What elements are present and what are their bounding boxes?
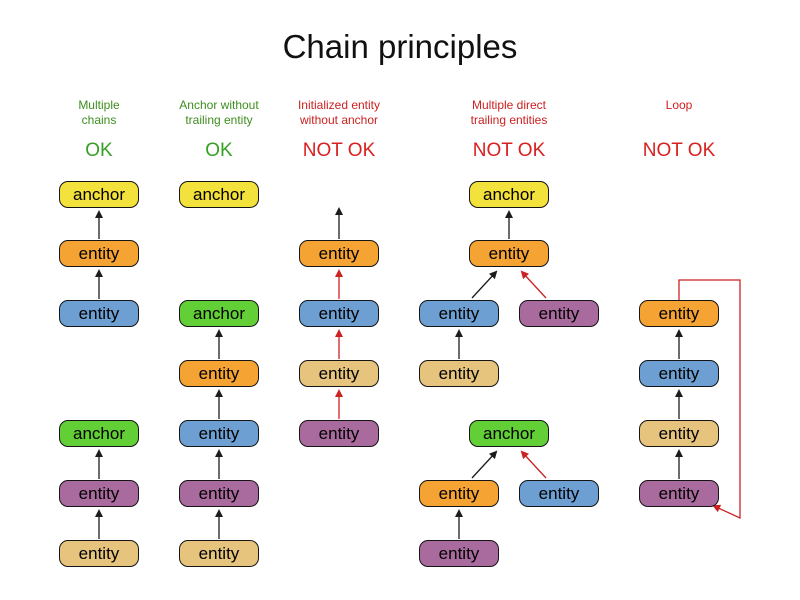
node-entity: entity [59, 480, 139, 507]
node-entity: entity [519, 480, 599, 507]
node-anchor: anchor [59, 181, 139, 208]
node-entity: entity [179, 480, 259, 507]
column-header: Multiple direct trailing entities [470, 98, 548, 127]
red-arrow [520, 450, 547, 479]
node-entity: entity [59, 540, 139, 567]
node-anchor: anchor [179, 300, 259, 327]
column-status: NOT OK [642, 140, 716, 161]
node-entity: entity [419, 480, 499, 507]
column-header: Anchor without trailing entity [179, 98, 259, 127]
column-header: Multiple chains [78, 98, 120, 127]
node-entity: entity [419, 360, 499, 387]
arrow [471, 270, 498, 299]
node-entity: entity [419, 300, 499, 327]
diagram-title: Chain principles [282, 28, 518, 65]
column-status: OK [85, 140, 113, 161]
node-entity: entity [299, 240, 379, 267]
arrow [471, 450, 498, 479]
node-entity: entity [299, 360, 379, 387]
column-status: NOT OK [302, 140, 376, 161]
node-entity: entity [179, 540, 259, 567]
node-entity: entity [419, 540, 499, 567]
node-entity: entity [299, 300, 379, 327]
node-entity: entity [59, 300, 139, 327]
node-entity: entity [59, 240, 139, 267]
node-entity: entity [179, 420, 259, 447]
column-status: OK [205, 140, 233, 161]
column-header: Initialized entity without anchor [297, 98, 381, 127]
node-entity: entity [639, 360, 719, 387]
node-entity: entity [639, 300, 719, 327]
column-header: Loop [665, 98, 693, 112]
red-arrow [520, 270, 547, 299]
node-anchor: anchor [469, 181, 549, 208]
node-entity: entity [469, 240, 549, 267]
node-entity: entity [519, 300, 599, 327]
node-entity: entity [299, 420, 379, 447]
node-entity: entity [179, 360, 259, 387]
node-entity: entity [639, 480, 719, 507]
node-anchor: anchor [179, 181, 259, 208]
node-anchor: anchor [469, 420, 549, 447]
node-entity: entity [639, 420, 719, 447]
column-status: NOT OK [472, 140, 546, 161]
node-anchor: anchor [59, 420, 139, 447]
